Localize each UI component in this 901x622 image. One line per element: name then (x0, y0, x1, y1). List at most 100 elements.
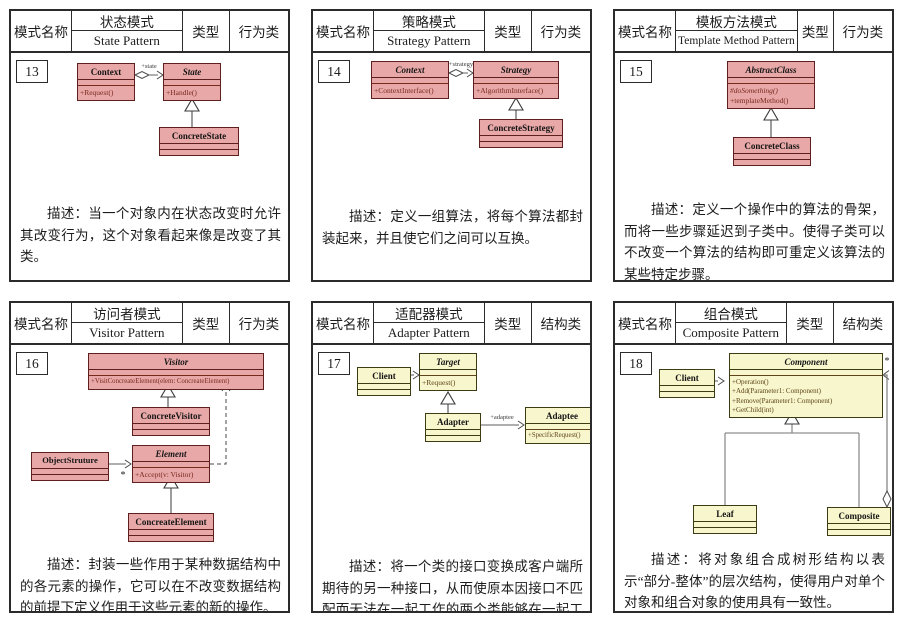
uml-methods-empty (828, 529, 890, 535)
field-label-type: 类型 (183, 303, 230, 343)
card-body: 14 +strategy Context +ContextInterface() (313, 53, 590, 280)
pattern-number: 18 (620, 352, 652, 375)
uml-class-name: Context (395, 64, 425, 75)
uml-methods-empty (734, 159, 810, 165)
association-label: +adaptee (490, 414, 514, 421)
uml-methods-empty (426, 435, 480, 441)
uml-class-name: Context (90, 66, 122, 77)
pattern-number: 16 (16, 352, 48, 375)
association-connector-client-component (715, 376, 725, 386)
pattern-name-cn: 策略模式 (373, 11, 484, 31)
uml-class-name: Leaf (716, 508, 734, 519)
inheritance-connector (440, 390, 456, 413)
uml-methods-empty (129, 535, 213, 541)
uml-class-abstractclass: AbstractClass #doSomething() +templateMe… (727, 61, 815, 109)
association-label: +state (141, 63, 157, 70)
uml-class-concretestrategy: ConcreteStrategy (479, 119, 563, 149)
uml-method: +Request() (420, 375, 476, 390)
card-header: 模式名称 模板方法模式 Template Method Pattern 类型 行… (615, 11, 892, 53)
pattern-number: 17 (318, 352, 350, 375)
card-body: 17 +adaptee Client (313, 345, 590, 611)
uml-method: +Add(Parameter1: Component) (732, 387, 821, 396)
uml-class-adaptee: Adaptee +SpecificRequest() (525, 407, 590, 445)
pattern-name-cn: 状态模式 (71, 11, 182, 31)
uml-attributes-empty (78, 79, 134, 85)
pattern-description: 描述：将对象组合成树形结构以表示“部分-整体”的层次结构，使得用户对单个对象和组… (624, 552, 885, 611)
uml-attributes-empty (133, 461, 209, 467)
multiplicity-label: * (121, 470, 126, 481)
uml-class-context: Context +ContextInterface() (371, 61, 449, 100)
uml-class-composite: Composite (827, 507, 891, 537)
uml-class-name: State (182, 66, 202, 77)
inheritance-connector (184, 97, 200, 127)
inheritance-connector (508, 96, 524, 119)
pattern-category: 行为类 (238, 317, 280, 332)
uml-methods-empty (32, 473, 108, 480)
uml-attributes-empty (728, 77, 814, 83)
field-label-pattern-name: 模式名称 (615, 303, 676, 343)
pattern-card-composite: 模式名称 组合模式 Composite Pattern 类型 结构类 18 (613, 301, 894, 613)
uml-class-target: Target +Request() (419, 353, 477, 392)
field-label-type: 类型 (485, 11, 532, 51)
uml-attributes-empty (660, 385, 714, 391)
uml-method: +Handle() (164, 85, 220, 100)
inheritance-connector (724, 410, 860, 507)
association-label: +strategy (449, 61, 474, 68)
uml-class-concreateelement: ConcreateElement (128, 513, 214, 543)
uml-methods: +Operation() +Add(Parameter1: Component)… (730, 375, 882, 416)
uml-method: +VisitConcreateElement(elem: ConcreateEl… (89, 375, 263, 389)
uml-attributes-empty (129, 529, 213, 535)
pattern-description: 描述：定义一个操作中的算法的骨架，而将一些步骤延迟到子类中。使得子类可以不改变一… (624, 202, 885, 280)
uml-class-name: Element (155, 448, 187, 459)
uml-method: +Remove(Parameter1: Component) (732, 396, 833, 405)
pattern-number: 13 (16, 60, 48, 83)
pattern-name-cn: 组合模式 (675, 303, 786, 323)
uml-class-name: Visitor (163, 356, 189, 367)
pattern-description: 描述：定义一组算法，将每个算法都封装起来，并且使它们之间可以互换。 (322, 209, 583, 246)
pattern-category: 行为类 (842, 25, 884, 40)
pattern-card-state: 模式名称 状态模式 State Pattern 类型 行为类 13 +state (9, 9, 290, 282)
uml-class-name: Adapter (437, 416, 469, 427)
uml-attributes-empty (420, 369, 476, 375)
uml-class-adapter: Adapter (425, 413, 481, 443)
card-header: 模式名称 策略模式 Strategy Pattern 类型 行为类 (313, 11, 590, 53)
pattern-card-adapter: 模式名称 适配器模式 Adapter Pattern 类型 结构类 17 (311, 301, 592, 613)
uml-class-concretestate: ConcreteState (159, 127, 239, 157)
multiplicity-label: * (885, 356, 890, 367)
uml-methods-empty (480, 141, 562, 147)
uml-method: +templateMethod() (730, 96, 789, 106)
uml-attributes-empty (734, 153, 810, 159)
uml-class-concreteclass: ConcreteClass (733, 137, 811, 167)
uml-class-element: Element +Accept(v: Visitor) (132, 445, 210, 484)
aggregation-connector: +state (133, 63, 164, 80)
pattern-name-en: Adapter Pattern (387, 325, 470, 340)
card-header: 模式名称 状态模式 State Pattern 类型 行为类 (11, 11, 288, 53)
uml-method: #doSomething() (730, 86, 778, 96)
uml-attributes-empty (32, 467, 108, 474)
pattern-name-cell: 访问者模式 Visitor Pattern (71, 303, 183, 343)
uml-method: +GetChild(int) (732, 405, 774, 414)
uml-methods-empty (358, 389, 410, 395)
uml-class-name: Adaptee (546, 410, 578, 421)
pattern-name-en: Strategy Pattern (387, 33, 471, 48)
association-connector-client-target (411, 370, 420, 380)
aggregation-connector: +strategy (447, 61, 474, 78)
uml-method: +Accept(v: Visitor) (133, 467, 209, 482)
uml-class-concretevisitor: ConcreteVisitor (132, 407, 210, 437)
field-label-type: 类型 (798, 11, 834, 51)
uml-attributes-empty (372, 77, 448, 83)
association-connector: * (109, 459, 132, 481)
uml-attributes-empty (694, 521, 756, 527)
uml-class-component: Component +Operation() +Add(Parameter1: … (729, 353, 883, 418)
uml-attributes-empty (474, 77, 558, 83)
uml-method: +Request() (78, 85, 134, 100)
uml-attributes-empty (426, 429, 480, 435)
uml-attributes-empty (526, 423, 590, 429)
card-body: 18 * (615, 345, 892, 611)
pattern-name-cn: 模板方法模式 (675, 11, 797, 31)
pattern-category: 行为类 (540, 25, 582, 40)
pattern-category: 结构类 (540, 317, 582, 332)
pattern-description: 描述：将一个类的接口变换成客户端所期待的另一种接口，从而使原本因接口不匹配而无法… (322, 559, 583, 611)
card-body: 16 * (11, 345, 288, 611)
uml-class-name: ConcreteState (171, 130, 227, 141)
